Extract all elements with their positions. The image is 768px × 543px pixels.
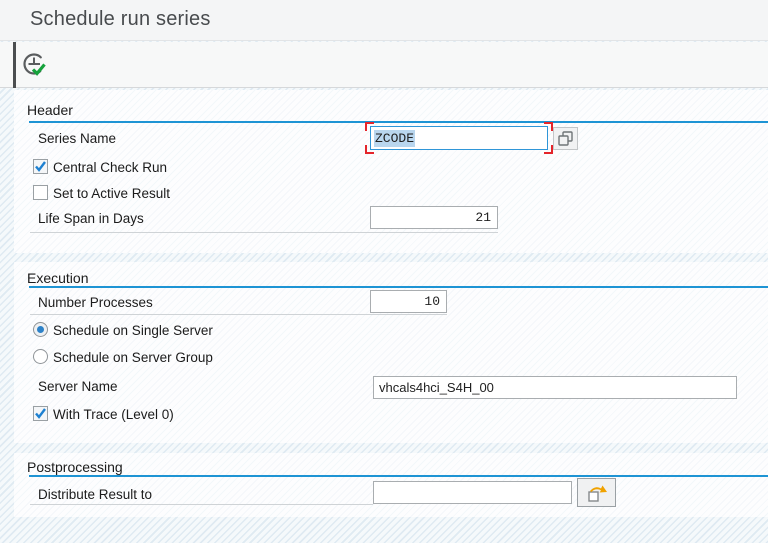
with-trace-label: With Trace (Level 0) xyxy=(53,407,174,422)
section-underline xyxy=(29,121,768,123)
application-toolbar xyxy=(0,42,768,88)
life-span-value: 21 xyxy=(475,210,491,225)
row-separator xyxy=(30,314,447,315)
clock-check-icon xyxy=(23,53,46,76)
life-span-field[interactable]: 21 xyxy=(370,206,498,229)
server-name-field[interactable]: vhcals4hci_S4H_00 xyxy=(373,376,737,399)
number-processes-label: Number Processes xyxy=(38,295,153,310)
schedule-single-server-label: Schedule on Single Server xyxy=(53,323,213,338)
section-title-execution: Execution xyxy=(27,270,89,286)
series-name-label: Series Name xyxy=(38,131,117,146)
checkmark-icon xyxy=(35,408,46,419)
row-separator xyxy=(30,504,373,505)
life-span-label: Life Span in Days xyxy=(38,211,144,226)
set-to-active-result-checkbox[interactable] xyxy=(33,185,48,200)
page-title: Schedule run series xyxy=(30,8,211,30)
title-bar: Schedule run series xyxy=(0,0,768,41)
radio-dot-icon xyxy=(37,326,44,333)
focus-corner-icon xyxy=(365,145,374,154)
selected-text: ZCODE xyxy=(374,129,416,147)
focus-corner-icon xyxy=(544,145,553,154)
checkmark-icon xyxy=(35,161,46,172)
schedule-execute-button[interactable] xyxy=(21,51,49,79)
schedule-server-group-radio[interactable] xyxy=(33,349,48,364)
schedule-server-group-label: Schedule on Server Group xyxy=(53,350,213,365)
set-to-active-result-label: Set to Active Result xyxy=(53,186,171,201)
series-name-focus-frame: ZCODE xyxy=(365,122,553,154)
overlapping-squares-icon xyxy=(558,131,573,146)
section-title-postprocessing: Postprocessing xyxy=(27,459,123,475)
distribute-result-label: Distribute Result to xyxy=(38,487,153,502)
section-underline xyxy=(29,286,768,288)
central-check-run-label: Central Check Run xyxy=(53,160,168,175)
section-title-header: Header xyxy=(27,102,73,118)
section-underline xyxy=(29,475,768,477)
central-check-run-checkbox[interactable] xyxy=(33,159,48,174)
focus-corner-icon xyxy=(544,122,553,131)
distribute-arrow-icon xyxy=(587,485,607,502)
server-name-value: vhcals4hci_S4H_00 xyxy=(379,380,494,395)
number-processes-field[interactable]: 10 xyxy=(370,290,447,313)
distribute-button[interactable] xyxy=(577,478,616,507)
focus-corner-icon xyxy=(365,122,374,131)
distribute-result-field[interactable] xyxy=(373,481,572,504)
toolbar-left-accent xyxy=(13,42,16,88)
row-separator xyxy=(30,232,498,233)
with-trace-checkbox[interactable] xyxy=(33,406,48,421)
number-processes-value: 10 xyxy=(424,294,440,309)
value-help-button[interactable] xyxy=(553,127,578,150)
series-name-field[interactable]: ZCODE xyxy=(370,126,548,150)
schedule-single-server-radio[interactable] xyxy=(33,322,48,337)
server-name-label: Server Name xyxy=(38,379,118,394)
